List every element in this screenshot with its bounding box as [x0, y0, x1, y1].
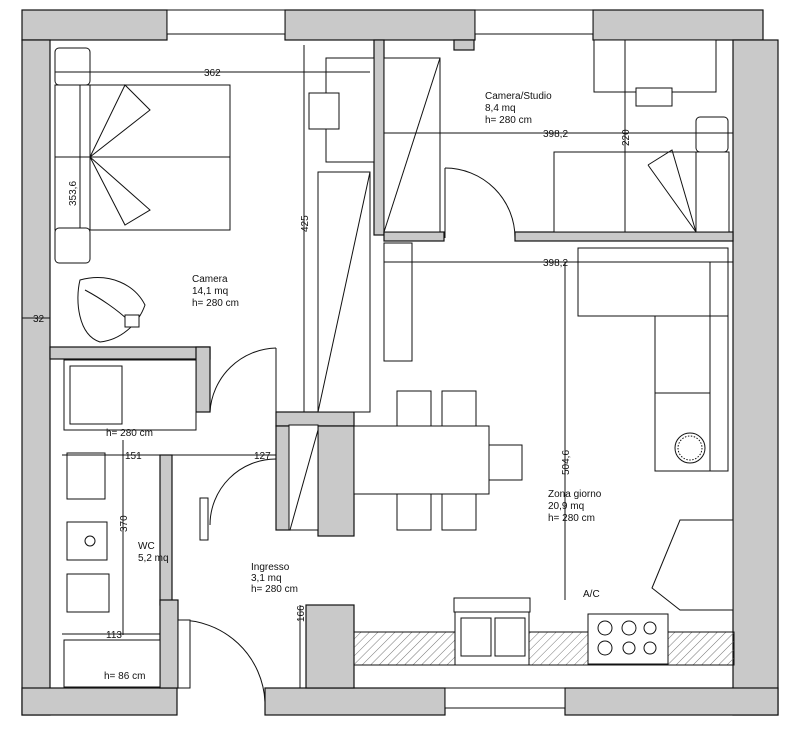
ingresso-area: 3,1 mq: [251, 573, 282, 584]
giorno-name: Zona giorno: [548, 489, 602, 500]
dimension-labels: 362 353,6 425 32 398,2 220 398,2 504,6 1…: [33, 68, 632, 641]
dim-wall-32: 32: [33, 314, 45, 325]
studio-door-swing: [444, 167, 516, 239]
dining-chair-5: [488, 444, 523, 481]
dining-chair-1: [396, 390, 432, 427]
entry-door-swing: [177, 619, 266, 703]
dining-chair-2: [441, 390, 477, 427]
ingresso-height: h= 280 cm: [251, 584, 298, 595]
kitchen-counter: [353, 631, 735, 666]
dim-wardrobe-height: 425: [300, 215, 311, 232]
dining-chair-4: [441, 493, 477, 531]
dim-living-depth: 504,6: [561, 450, 572, 475]
studio-bed: [553, 151, 730, 233]
wc-height-top: h= 280 cm: [106, 428, 153, 439]
armchair: [77, 277, 146, 343]
wc-name: WC: [138, 541, 155, 552]
dim-wc-lower: 113: [106, 630, 122, 641]
hall-cabinet: [288, 424, 319, 531]
dim-hall-depth: 166: [296, 605, 307, 622]
ingresso-room: [177, 424, 319, 703]
washbasin: [66, 452, 106, 500]
wc-door-swing: [209, 458, 277, 526]
studio-name: Camera/Studio: [485, 91, 552, 102]
dim-studio-width: 398,2: [543, 129, 568, 140]
dim-wc-width: 151: [125, 451, 142, 462]
dim-wc-length: 370: [119, 515, 130, 532]
studio-desk: [593, 39, 717, 93]
ac-label: A/C: [583, 589, 600, 600]
studio-chair: [635, 87, 673, 107]
studio-nightstand: [695, 116, 729, 153]
camera-door-swing: [209, 347, 277, 413]
studio-room: [383, 39, 733, 239]
living-armchair: [651, 519, 734, 611]
camera-name: Camera: [192, 274, 228, 285]
desk-chair: [308, 92, 340, 130]
giorno-area: 20,9 mq: [548, 501, 584, 512]
studio-area: 8,4 mq: [485, 103, 516, 114]
studio-height: h= 280 cm: [485, 115, 532, 126]
room-labels: Camera 14,1 mq h= 280 cm Camera/Studio 8…: [104, 91, 602, 682]
camera-area: 14,1 mq: [192, 286, 228, 297]
living-room: [353, 242, 735, 666]
ingresso-name: Ingresso: [251, 562, 290, 573]
dim-camera-width: 362: [204, 68, 221, 79]
dim-studio-depth: 220: [621, 129, 632, 146]
walls: [21, 9, 779, 716]
dining-table: [353, 425, 490, 495]
dim-bed-length: 353,6: [68, 181, 79, 206]
camera-room: [22, 45, 375, 413]
nightstand-top: [54, 47, 91, 86]
nightstand-bottom: [54, 227, 91, 264]
dining-chair-3: [396, 493, 432, 531]
giorno-height: h= 280 cm: [548, 513, 595, 524]
camera-height: h= 280 cm: [192, 298, 239, 309]
toilet: [66, 573, 110, 613]
dim-living-width: 398,2: [543, 258, 568, 269]
bathtub: [63, 359, 197, 431]
corner-sofa: [577, 247, 729, 472]
pouf: [674, 432, 706, 464]
tv-cabinet: [383, 242, 413, 362]
shower-tray: [63, 639, 161, 688]
wc-height-bottom: h= 86 cm: [104, 671, 145, 682]
wc-area: 5,2 mq: [138, 553, 169, 564]
bidet: [66, 521, 108, 561]
wc-room: [62, 359, 277, 688]
hood: [453, 597, 531, 613]
dim-hall-width: 127: [254, 451, 271, 462]
